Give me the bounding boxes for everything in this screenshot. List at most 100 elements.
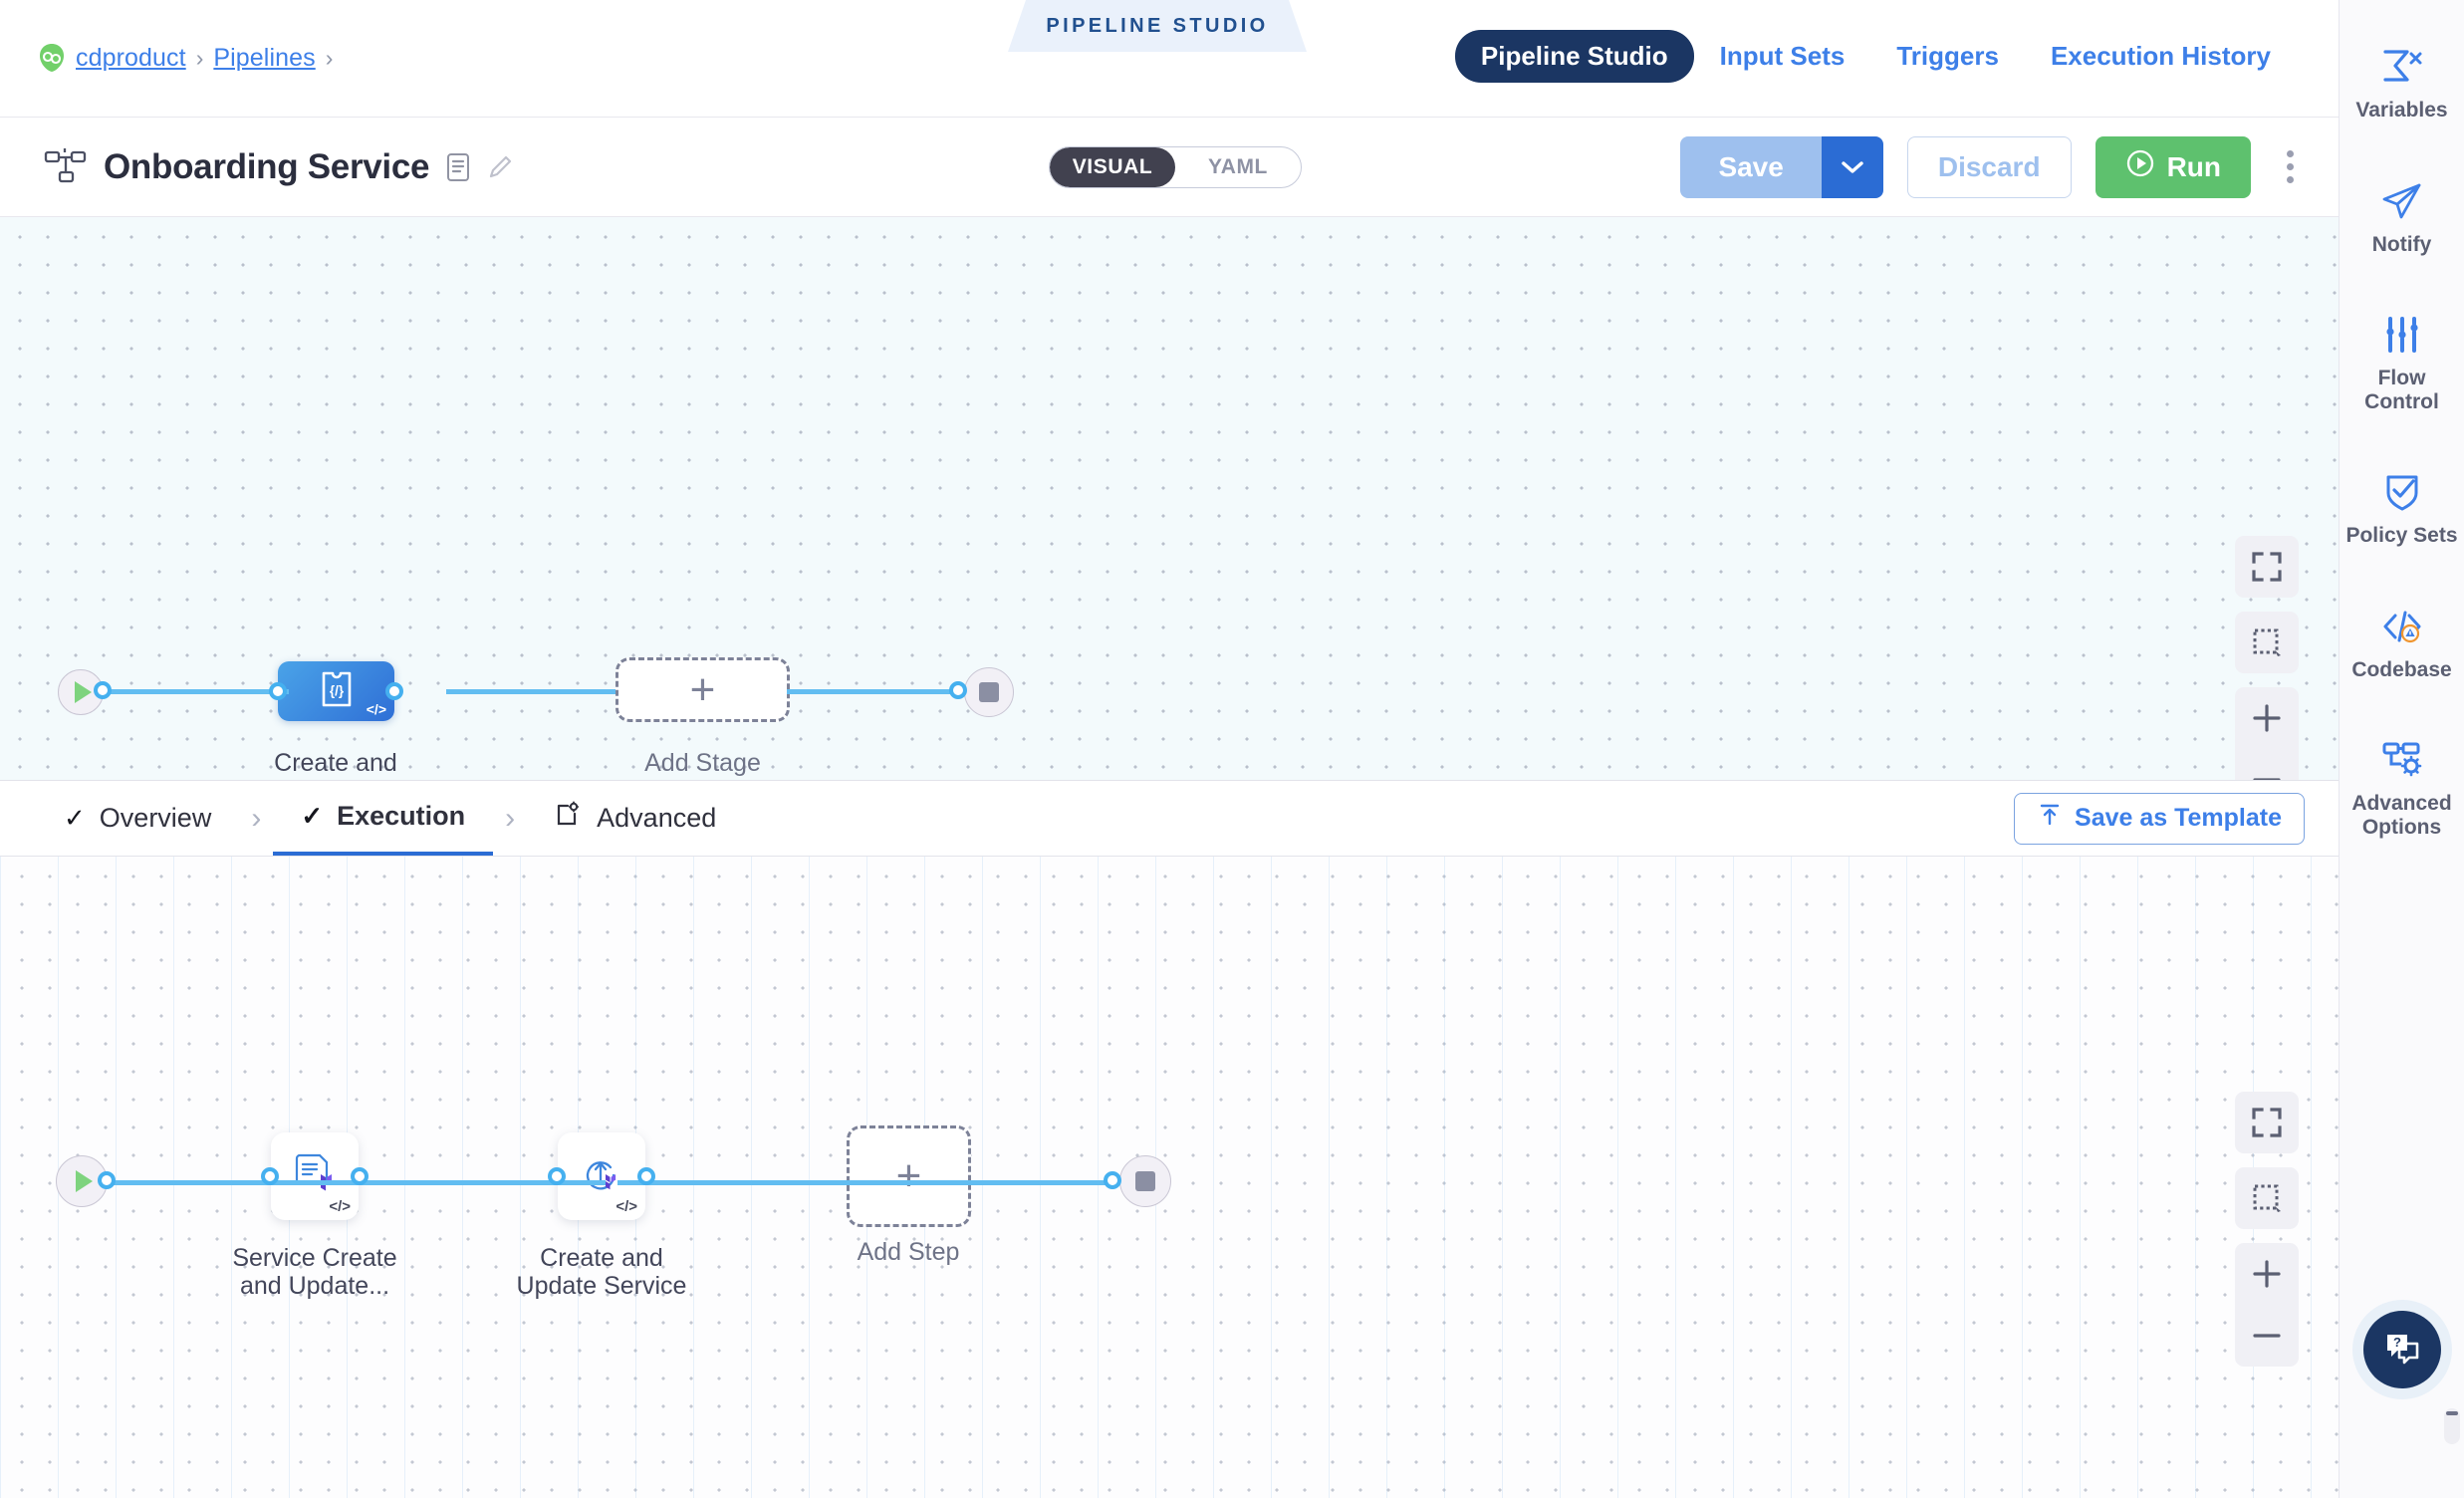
breadcrumb-link-pipelines[interactable]: Pipelines <box>213 43 316 72</box>
edge-addstage-to-end <box>787 689 966 694</box>
run-button-label: Run <box>2166 150 2221 182</box>
tab-separator-1: › <box>251 801 262 835</box>
tab-overview[interactable]: ✓ Overview <box>36 781 239 856</box>
run-button[interactable]: Run <box>2094 135 2251 198</box>
nav-pipeline-studio[interactable]: Pipeline Studio <box>1454 30 1694 83</box>
edge-start-to-stage <box>100 689 289 694</box>
zoom-in-button[interactable] <box>2235 687 2299 749</box>
add-step-label: Add Step <box>857 1238 960 1266</box>
stage-node-body[interactable]: {/} </> <box>278 661 394 721</box>
rail-item-advanced-options[interactable]: Advanced Options <box>2340 737 2464 839</box>
kebab-menu-icon[interactable] <box>2275 136 2305 198</box>
pipeline-start-node <box>58 669 112 715</box>
step-node-body-2[interactable]: </> <box>558 1132 645 1220</box>
terraform-apply-icon <box>578 1150 625 1203</box>
step1-output-port[interactable] <box>351 1167 369 1185</box>
save-as-template-button[interactable]: Save as Template <box>2014 792 2305 845</box>
expand-icon[interactable] <box>2235 1092 2299 1153</box>
paper-plane-icon <box>2379 178 2425 224</box>
step2-code-badge: </> <box>616 1198 637 1215</box>
expand-icon[interactable] <box>2235 536 2299 598</box>
save-button[interactable]: Save <box>1680 135 1822 198</box>
help-chat-icon[interactable]: ? <box>2362 1311 2441 1388</box>
execution-start-node <box>56 1155 116 1207</box>
tab-separator-2: › <box>505 801 516 835</box>
execution-end-port[interactable] <box>1104 1171 1121 1189</box>
zoom-out-button[interactable] <box>2235 749 2299 780</box>
deployment-template-icon: {/} <box>319 670 355 713</box>
page-title: Onboarding Service <box>104 146 430 186</box>
upload-template-icon <box>2037 802 2063 835</box>
step-node-create-and-update-service[interactable]: </> Create and Update Service <box>517 1132 686 1300</box>
step1-code-badge: </> <box>329 1198 351 1215</box>
stage-output-port[interactable] <box>385 682 403 700</box>
stage-code-badge: </> <box>366 701 386 717</box>
rail-label-codebase: Codebase <box>2351 657 2452 681</box>
edge-stage-to-addstage <box>446 689 616 694</box>
step-canvas[interactable]: </> Service Create and Update... <box>0 857 2339 1498</box>
marquee-select-icon[interactable] <box>2235 612 2299 673</box>
rail-item-codebase[interactable]: Codebase <box>2340 604 2464 682</box>
breadcrumb-separator: › <box>195 44 204 71</box>
step2-label: Create and Update Service <box>516 1244 687 1300</box>
marquee-select-icon[interactable] <box>2235 1167 2299 1229</box>
breadcrumb-link-org[interactable]: cdproduct <box>76 43 186 72</box>
rail-item-policy-sets[interactable]: Policy Sets <box>2340 469 2464 548</box>
play-circle-icon <box>2125 148 2155 185</box>
chevron-down-icon[interactable] <box>1821 135 1883 198</box>
tab-execution[interactable]: ✓ Execution <box>273 781 494 856</box>
toggle-visual[interactable]: VISUAL <box>1050 146 1175 187</box>
rail-label-flow-control: Flow Control <box>2364 367 2439 413</box>
execution-start-port[interactable] <box>98 1171 116 1189</box>
rail-item-flow-control[interactable]: Flow Control <box>2340 312 2464 413</box>
stage-node-label: Create and Update Service <box>251 749 421 780</box>
svg-text:?: ? <box>2393 1335 2401 1350</box>
rail-label-advanced-options: Advanced Options <box>2351 792 2452 839</box>
stage-canvas[interactable]: {/} </> Create and Update Service + Add … <box>0 217 2339 781</box>
step2-output-port[interactable] <box>637 1167 655 1185</box>
step2-input-port[interactable] <box>548 1167 566 1185</box>
plus-icon: + <box>895 1151 922 1200</box>
add-step-node[interactable]: + Add Step <box>847 1125 971 1266</box>
end-port[interactable] <box>949 681 967 699</box>
stage-input-port[interactable] <box>269 682 287 700</box>
rail-item-variables[interactable]: Variables <box>2340 44 2464 123</box>
rail-item-notify[interactable]: Notify <box>2340 178 2464 257</box>
advanced-options-icon <box>2379 737 2425 783</box>
visual-yaml-toggle[interactable]: VISUAL YAML <box>1049 145 1302 188</box>
start-port[interactable] <box>94 681 112 699</box>
stage-node-create-and-update-service[interactable]: {/} </> Create and Update Service <box>251 661 420 780</box>
pencil-icon[interactable] <box>487 152 513 182</box>
breadcrumb: cdproduct › Pipelines › <box>0 43 333 73</box>
plus-icon: + <box>689 664 716 714</box>
pipeline-studio-tag: PIPELINE STUDIO <box>1008 0 1307 52</box>
nav-input-sets[interactable]: Input Sets <box>1719 41 1846 71</box>
nav-execution-history[interactable]: Execution History <box>2050 41 2271 71</box>
step-node-service-create-and-update[interactable]: </> Service Create and Update... <box>232 1132 397 1300</box>
code-warning-icon <box>2379 604 2425 649</box>
tab-advanced[interactable]: Advanced <box>527 781 744 856</box>
check-icon-overview: ✓ <box>64 803 86 833</box>
zoom-out-button[interactable] <box>2235 1305 2299 1367</box>
description-icon[interactable] <box>445 152 471 182</box>
pipeline-end-node <box>949 667 1014 717</box>
top-navigation: Pipeline Studio Input Sets Triggers Exec… <box>1454 30 2297 83</box>
zoom-in-button[interactable] <box>2235 1243 2299 1305</box>
title-bar: Onboarding Service VISUAL YAML <box>0 118 2339 217</box>
step-node-body[interactable]: </> <box>271 1132 359 1220</box>
zoom-controls <box>2235 1243 2299 1367</box>
sigma-variables-icon <box>2379 44 2425 90</box>
nav-triggers[interactable]: Triggers <box>1896 41 1999 71</box>
add-step-button[interactable]: + <box>847 1125 971 1227</box>
add-stage-button[interactable]: + <box>616 657 790 722</box>
step1-input-port[interactable] <box>261 1167 279 1185</box>
add-stage-node[interactable]: + Add Stage <box>616 657 790 777</box>
tab-execution-label: Execution <box>337 801 466 831</box>
vertical-scrollbar[interactable] <box>2444 1408 2460 1444</box>
discard-button[interactable]: Discard <box>1906 135 2072 198</box>
breadcrumb-separator-2: › <box>325 44 334 71</box>
terraform-plan-icon <box>291 1150 339 1203</box>
toggle-yaml[interactable]: YAML <box>1208 154 1268 178</box>
right-rail: Variables Notify Flow Control <box>2339 0 2464 1498</box>
